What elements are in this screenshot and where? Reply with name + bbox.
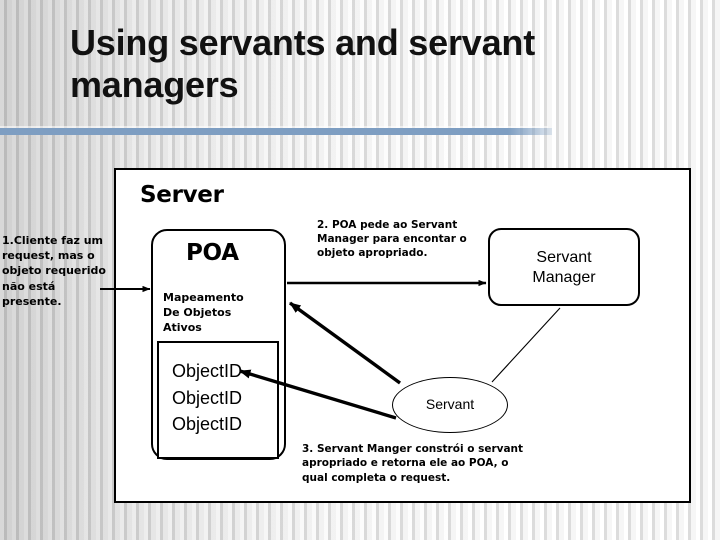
- poa-label: POA: [186, 240, 239, 266]
- list-item: ObjectID: [172, 414, 243, 435]
- servant-manager-label: Servant Manager: [488, 248, 640, 289]
- objectid-list: ObjectID ObjectID ObjectID: [172, 358, 242, 438]
- caption-step-2: 2. POA pede ao Servant Manager para enco…: [317, 219, 467, 259]
- caption-step-3: 3. Servant Manger constrói o servant apr…: [302, 443, 524, 484]
- server-label: Server: [140, 182, 224, 208]
- servant-manager-box: [488, 228, 640, 306]
- list-item: ObjectID: [172, 387, 243, 408]
- caption-step-1: 1.Cliente faz um request, mas o objeto r…: [2, 234, 106, 308]
- title-rule: [0, 128, 552, 135]
- poa-subtitle-line-1: Mapeamento: [163, 291, 244, 304]
- poa-subtitle-line-3: Ativos: [163, 320, 202, 334]
- page-title: Using servants and servant managers: [70, 22, 535, 106]
- poa-subtitle: Mapeamento De Objetos Ativos: [163, 291, 244, 336]
- title-rule-highlight: [0, 126, 548, 128]
- list-item: ObjectID: [172, 361, 243, 381]
- poa-subtitle-line-2: De Objetos: [163, 305, 232, 319]
- servant-label: Servant: [425, 396, 475, 412]
- servant-manager-label-line-2: Manager: [532, 269, 596, 287]
- servant-manager-label-line-1: Servant: [536, 249, 592, 266]
